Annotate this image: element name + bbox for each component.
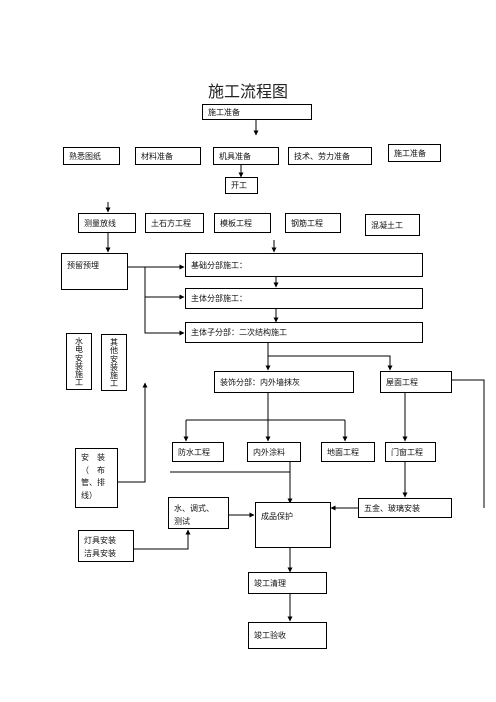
node-acceptance: 竣工验收 [248, 622, 327, 649]
node-floor: 地面工程 [321, 442, 375, 462]
node-equipment: 机具准备 [213, 147, 279, 165]
node-protection: 成品保护 [255, 502, 331, 548]
node-start: 开工 [225, 177, 258, 194]
node-foundation: 基础分部施工： [185, 253, 423, 277]
node-coating: 内外涂料 [247, 442, 301, 462]
node-prep-main: 施工准备 [202, 104, 312, 120]
node-survey: 测量放线 [78, 213, 136, 233]
node-doors: 门窗工程 [385, 442, 436, 462]
arrow-secondary-to-roof [267, 343, 393, 371]
node-embed: 预留预埋 [61, 253, 128, 290]
node-other-install: 其他安装施工 [101, 334, 127, 391]
node-rebar: 钢筋工程 [285, 213, 341, 233]
arrow-conduit-to-other [117, 382, 148, 483]
node-conduit: 安 装 （ 布 管、排 线） [75, 448, 118, 508]
arrow-fixtures-to-testing [134, 529, 191, 550]
node-testing: 水、调式、 测试 [168, 497, 229, 529]
roof-right-line [452, 379, 485, 508]
arrow-embed-to-structure [144, 267, 185, 300]
node-drawings: 熟悉图纸 [63, 147, 120, 165]
node-waterproof: 防水工程 [172, 442, 224, 462]
node-plumbing-elec: 水电安装施工 [66, 333, 92, 390]
node-secondary: 主体子分部：二次结构施工 [185, 322, 423, 343]
node-cleanup: 竣工清理 [248, 572, 327, 594]
node-concrete: 混凝土工 [365, 214, 420, 236]
page-title: 施工流程图 [207, 82, 288, 101]
node-decoration: 装饰分部：内外墙抹灰 [214, 371, 354, 393]
node-structure: 主体分部施工： [185, 288, 423, 309]
node-earthwork: 土石方工程 [145, 213, 204, 233]
node-roof: 屋面工程 [380, 371, 452, 393]
node-hardware: 五金、玻璃安装 [358, 498, 452, 518]
node-formwork: 模板工程 [214, 213, 271, 233]
arrow-embed-to-secondary [144, 297, 185, 336]
node-prep-right: 施工准备 [388, 144, 441, 162]
node-materials: 材料准备 [135, 147, 201, 165]
node-fixtures: 灯具安装 洁具安装 [78, 530, 134, 562]
node-labor: 技术、劳力准备 [288, 147, 372, 165]
